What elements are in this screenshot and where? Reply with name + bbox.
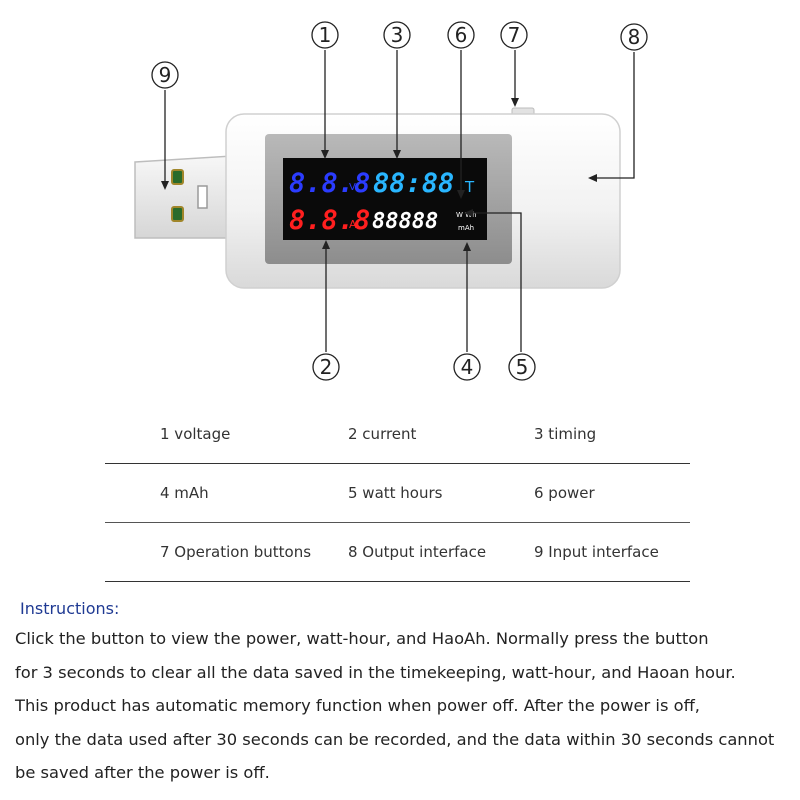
voltage-unit: V xyxy=(349,182,356,193)
instructions-line: be saved after the power is off. xyxy=(15,763,270,782)
callout-7: 7 xyxy=(500,21,528,49)
legend-item: 2 current xyxy=(348,425,417,443)
timer-unit: T xyxy=(464,178,475,196)
legend-item: 3 timing xyxy=(534,425,597,443)
energy-digits: 88888 xyxy=(372,209,438,234)
instructions-line: This product has automatic memory functi… xyxy=(15,696,700,715)
callout-1: 1 xyxy=(311,21,339,49)
legend-item: 7 Operation buttons xyxy=(160,543,312,561)
instructions-line: Click the button to view the power, watt… xyxy=(15,629,709,648)
lcd-screen xyxy=(283,158,487,240)
legend-item: 9 Input interface xyxy=(534,543,659,561)
svg-text:5: 5 xyxy=(516,355,529,379)
legend-item: 6 power xyxy=(534,484,595,502)
callout-4: 4 xyxy=(453,353,481,381)
device-diagram: 8.8.8 V 88:88 T 8.8.8 A 88888 W Wh mAh 1… xyxy=(134,21,648,381)
legend-item: 1 voltage xyxy=(160,425,231,443)
current-digits: 8.8.8 xyxy=(289,205,370,236)
svg-text:2: 2 xyxy=(320,355,333,379)
instructions-line: only the data used after 30 seconds can … xyxy=(15,729,775,749)
legend-table: 1 voltage 2 current 3 timing 4 mAh 5 wat… xyxy=(105,405,690,582)
legend-item: 8 Output interface xyxy=(348,543,487,561)
current-unit: A xyxy=(349,218,357,231)
lcd-readouts: 8.8.8 V 88:88 T 8.8.8 A 88888 W Wh mAh xyxy=(289,168,477,236)
energy-unit-top: W Wh xyxy=(456,211,477,219)
svg-text:7: 7 xyxy=(508,23,521,47)
legend-item: 4 mAh xyxy=(160,484,209,502)
legend-row: 4 mAh 5 watt hours 6 power xyxy=(105,464,690,523)
callout-2: 2 xyxy=(312,353,340,381)
svg-text:6: 6 xyxy=(455,23,468,47)
legend-row: 1 voltage 2 current 3 timing xyxy=(105,405,690,464)
callout-6: 6 xyxy=(447,21,475,49)
svg-text:8: 8 xyxy=(628,25,641,49)
svg-text:3: 3 xyxy=(391,23,404,47)
svg-text:4: 4 xyxy=(461,355,474,379)
energy-unit-bottom: mAh xyxy=(458,224,474,232)
callout-5: 5 xyxy=(508,353,536,381)
timer-digits: 88:88 xyxy=(373,168,454,199)
svg-text:1: 1 xyxy=(319,23,332,47)
callout-8: 8 xyxy=(620,23,648,51)
svg-text:9: 9 xyxy=(159,63,172,87)
voltage-digits: 8.8.8 xyxy=(289,168,370,199)
leader-lines xyxy=(161,50,635,352)
callout-3: 3 xyxy=(383,21,411,49)
instructions-section: Instructions: Click the button to view t… xyxy=(15,596,795,790)
legend-row: 7 Operation buttons 8 Output interface 9… xyxy=(105,523,690,582)
instructions-title: Instructions: xyxy=(20,599,120,618)
legend-item: 5 watt hours xyxy=(348,484,443,502)
usb-connector xyxy=(134,155,233,239)
instructions-line: for 3 seconds to clear all the data save… xyxy=(15,662,736,682)
callout-9: 9 xyxy=(151,61,179,89)
